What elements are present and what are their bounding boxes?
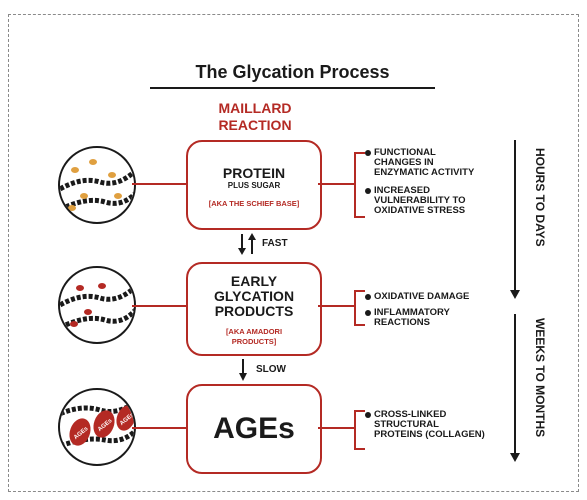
early-glycation-stage-box: EARLY GLYCATION PRODUCTS [AKA AMADORI PR… (186, 262, 322, 356)
bullet-icon (365, 188, 371, 194)
title-underline (150, 87, 435, 89)
effects-bracket-2 (354, 290, 365, 326)
effect-text: STRUCTURAL (374, 419, 439, 430)
fast-label: FAST (262, 238, 288, 249)
effect-cross-linked-proteins: CROSS-LINKED STRUCTURAL PROTEINS (COLLAG… (365, 409, 485, 440)
protein-subtitle: PLUS SUGAR (227, 181, 281, 190)
effect-text: CHANGES IN (374, 157, 434, 168)
effect-text: FUNCTIONAL (374, 147, 436, 158)
timeline-arrow-lower (510, 453, 520, 462)
connector-line-1 (132, 183, 186, 185)
effect-oxidative-vulnerability: INCREASED VULNERABILITY TO OXIDATIVE STR… (365, 185, 466, 216)
bidirectional-arrow-icon (238, 233, 256, 255)
bullet-icon (365, 310, 371, 316)
maillard-line-1: MAILLARD (218, 100, 292, 116)
bullet-icon (365, 294, 371, 300)
effect-text: OXIDATIVE STRESS (374, 205, 466, 216)
timeline-hours-to-days: HOURS TO DAYS (533, 148, 547, 247)
effects-bracket-1 (354, 152, 365, 218)
effect-oxidative-damage: OXIDATIVE DAMAGE (365, 291, 470, 302)
effect-text: INFLAMMATORY (374, 307, 450, 318)
effect-text: REACTIONS (374, 317, 430, 328)
effect-inflammatory-reactions: INFLAMMATORY REACTIONS (365, 307, 450, 328)
diagram-frame (8, 14, 579, 492)
protein-chain-icon (60, 159, 134, 213)
protein-sugar-illustration (58, 146, 136, 224)
crosslinked-protein-icon: AGEs AGEs AGEs (60, 399, 134, 449)
maillard-line-2: REACTION (218, 117, 292, 133)
bullet-icon (365, 150, 371, 156)
timeline-line-upper (514, 140, 516, 290)
bullet-icon (365, 412, 371, 418)
effect-text: CROSS-LINKED (374, 409, 447, 420)
down-arrow-icon (239, 359, 247, 381)
connector-effects-1 (318, 183, 354, 185)
slow-label: SLOW (256, 364, 286, 375)
effect-text: PROTEINS (COLLAGEN) (374, 429, 485, 440)
timeline-arrow-upper (510, 290, 520, 299)
early-title-3: PRODUCTS (214, 303, 294, 319)
effects-bracket-3 (354, 410, 365, 450)
early-glycation-illustration (58, 266, 136, 344)
timeline-line-lower (514, 314, 516, 454)
effect-text: INCREASED (374, 185, 430, 196)
protein-stage-box: PROTEIN PLUS SUGAR [AKA THE SCHIEF BASE] (186, 140, 322, 230)
ages-stage-box: AGEs (186, 384, 322, 474)
connector-effects-3 (318, 427, 354, 429)
early-title-1: EARLY (230, 273, 278, 289)
schiff-base-note: [AKA THE SCHIEF BASE] (208, 199, 300, 208)
timeline-weeks-to-months: WEEKS TO MONTHS (533, 318, 547, 438)
maillard-reaction-heading: MAILLARD REACTION (190, 100, 320, 134)
amadori-note-2: PRODUCTS] (231, 337, 277, 346)
early-title-2: GLYCATION (213, 288, 295, 304)
protein-chain-icon (60, 283, 134, 331)
effect-functional-changes: FUNCTIONAL CHANGES IN ENZYMATIC ACTIVITY (365, 147, 475, 178)
effect-text: ENZYMATIC ACTIVITY (374, 167, 475, 178)
connector-effects-2 (318, 305, 354, 307)
diagram-title: The Glycation Process (195, 62, 390, 82)
protein-title: PROTEIN (222, 165, 286, 181)
ages-title: AGEs (213, 412, 295, 445)
effect-text: VULNERABILITY TO (374, 195, 466, 206)
amadori-note-1: [AKA AMADORI (225, 327, 283, 336)
connector-line-2 (132, 305, 186, 307)
ages-illustration: AGEs AGEs AGEs (58, 388, 136, 466)
connector-line-3 (132, 427, 186, 429)
effect-text: OXIDATIVE DAMAGE (374, 291, 470, 302)
